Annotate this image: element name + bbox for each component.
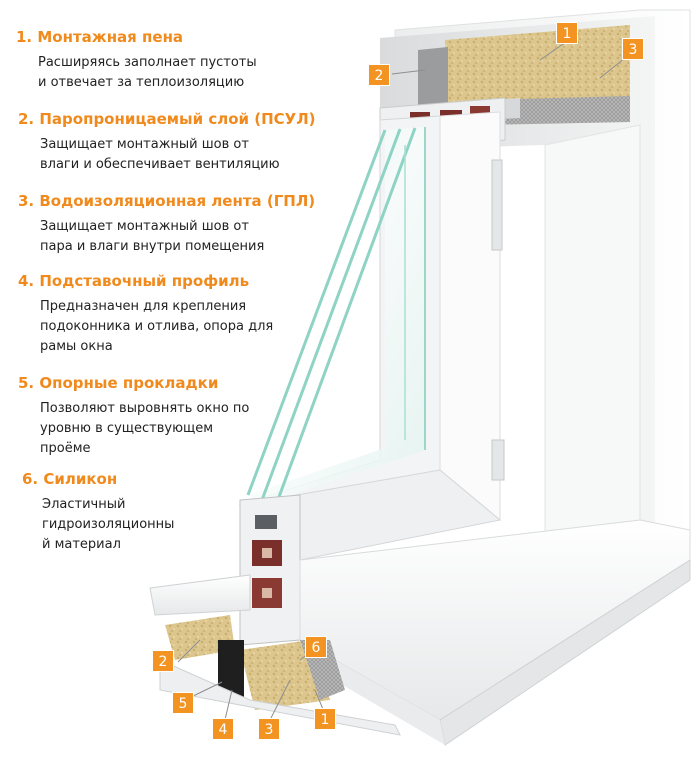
legend-item-2: 2. Паропроницаемый слой (ПСУЛ) Защищает … [18,110,348,175]
legend-description: Защищает монтажный шов от пара и влаги в… [40,219,265,254]
legend-description: Предназначен для крепления подоконника и… [40,299,274,354]
callout-badge-bottom-2: 2 [152,650,174,672]
outer-drip [149,574,251,616]
legend-item-5: 5. Опорные прокладки Позволяют выровнять… [18,374,348,459]
legend-item-3: 3. Водоизоляционная лента (ГПЛ) Защищает… [18,192,348,257]
legend-item-4: 4. Подставочный профиль Предназначен для… [18,272,348,357]
legend-item-1: 1. Монтажная пена Расширяясь заполнает п… [16,28,346,93]
callout-badge-bottom-4: 4 [212,718,234,740]
legend-title: 4. Подставочный профиль [18,272,250,290]
legend-item-6: 6. Силикон Эластичный гидроизоляционны й… [22,470,352,555]
callout-badge-top-3: 3 [622,38,644,60]
legend-description: Позволяют выровнять окно по уровню в сущ… [40,401,250,456]
glass-panes [246,127,426,506]
callout-badge-bottom-6: 6 [305,636,327,658]
callout-badge-bottom-1: 1 [314,708,336,730]
callout-badge-bottom-3: 3 [258,718,280,740]
legend-description: Эластичный гидроизоляционны й материал [42,497,175,552]
legend-title: 2. Паропроницаемый слой (ПСУЛ) [18,110,316,128]
legend-description: Защищает монтажный шов от влаги и обеспе… [40,137,280,172]
callout-badge-top-1: 1 [556,22,578,44]
callout-badge-bottom-5: 5 [172,692,194,714]
window-sill [299,519,691,746]
legend-title: 1. Монтажная пена [16,28,184,46]
bottom-foam-block [159,615,401,736]
legend-description: Расширяясь заполнает пустоты и отвечает … [38,55,257,90]
legend-title: 3. Водоизоляционная лента (ГПЛ) [18,192,316,210]
callout-badge-top-2: 2 [368,64,390,86]
legend-title: 5. Опорные прокладки [18,374,219,392]
legend-title: 6. Силикон [22,470,118,488]
